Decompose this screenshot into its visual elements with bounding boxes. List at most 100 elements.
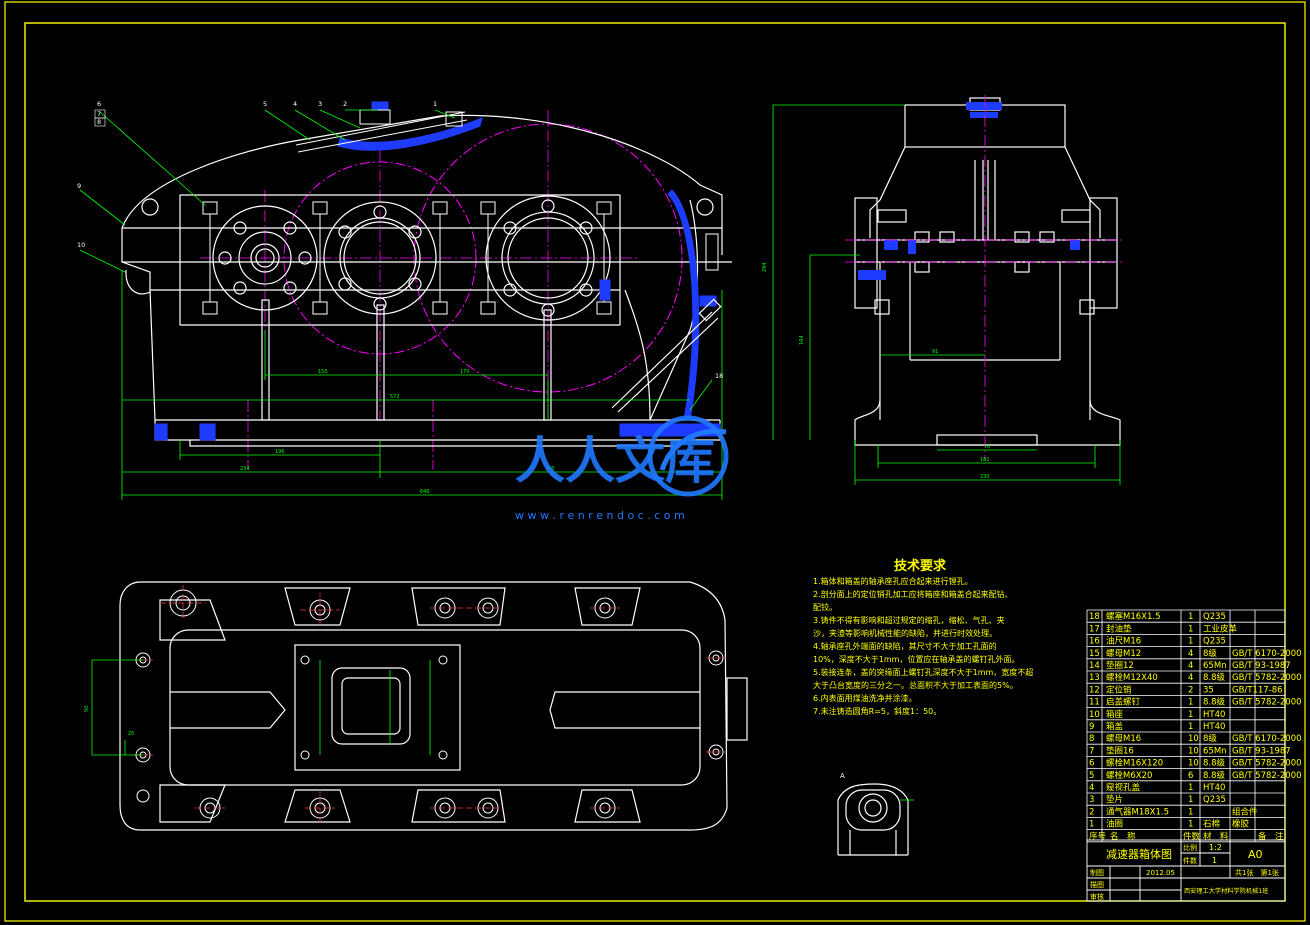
- watermark-text: 人人文库: [515, 432, 715, 490]
- sheet-count: 共1张 第1张: [1235, 868, 1279, 877]
- svg-text:20: 20: [128, 731, 134, 737]
- side-dimension-text: 294 164 230 182 91 70: [762, 262, 990, 480]
- svg-text:8: 8: [97, 118, 101, 126]
- school-name: 西安理工大学材料学院机械1班: [1184, 887, 1268, 895]
- tech-req-line: 10%，深度不大于1mm，位置应在轴承盖的螺钉孔外面。: [813, 654, 1019, 664]
- svg-text:4: 4: [293, 100, 297, 108]
- bom-cell-no: 3: [1089, 795, 1094, 805]
- side-view: 294 164 230 182 91 70: [762, 95, 1125, 485]
- bom-cell-qty: 1: [1188, 624, 1193, 634]
- tech-req-line: 沙，夹渣等影响机械性能的缺陷，并进行时效处理。: [813, 628, 997, 638]
- svg-text:6: 6: [97, 100, 101, 108]
- svg-text:7: 7: [97, 110, 101, 118]
- bom-cell-material: Q235: [1203, 795, 1226, 805]
- side-centerlines: [845, 95, 1125, 460]
- bom-cell-name: 垫圈12: [1106, 660, 1134, 671]
- bom-cell-name: 垫圈16: [1106, 745, 1134, 756]
- bom-cell-material: 工业皮革: [1203, 623, 1238, 634]
- bom-cell-no: 12: [1089, 685, 1100, 695]
- svg-text:9: 9: [77, 182, 81, 190]
- top-dimension-text: 50 20: [84, 706, 134, 737]
- top-view: 50 20: [84, 581, 748, 831]
- bom-cell-name: 油圈: [1106, 819, 1123, 830]
- count-value: 1: [1212, 856, 1217, 865]
- svg-text:646: 646: [420, 489, 430, 495]
- bom-cell-name: 箱座: [1106, 709, 1124, 720]
- bom-cell-qty: 2: [1188, 685, 1193, 695]
- front-section-hatch: [154, 101, 721, 441]
- svg-text:91: 91: [932, 349, 938, 355]
- bom-cell-note: GB/T 93-1987: [1232, 746, 1291, 756]
- tech-req-line: 大于凸台宽度的三分之一。总面积不大于加工表面的5%。: [813, 680, 1018, 690]
- tech-req-line: 7.未注铸造圆角R=5，斜度1：50。: [813, 706, 941, 716]
- tech-req-line: 3.铸件不得有影响和超过规定的缩孔，缩松、气孔、夹: [813, 615, 1005, 625]
- bom-cell-no: 2: [1089, 807, 1094, 817]
- bom-cell-note: GB/T117-86: [1232, 685, 1283, 695]
- bom-header-note: 备 注: [1258, 831, 1284, 842]
- bom-cell-note: GB/T 5782-2000: [1232, 698, 1302, 708]
- bom-cell-qty: 1: [1188, 710, 1193, 720]
- svg-text:5: 5: [263, 100, 267, 108]
- side-outline: [854, 97, 1121, 446]
- svg-text:10: 10: [77, 241, 85, 249]
- housing-outline: [121, 114, 732, 447]
- bom-cell-no: 11: [1089, 698, 1100, 708]
- bom-cell-no: 8: [1089, 734, 1094, 744]
- bom-cell-qty: 6: [1188, 771, 1193, 781]
- bom-cell-qty: 1: [1188, 722, 1193, 732]
- svg-text:234: 234: [240, 466, 250, 472]
- scale-label: 比例: [1183, 843, 1197, 852]
- top-bolt-holes: [135, 589, 724, 819]
- front-view: 572 196 234 300 646 150 170 6 7 8 9 10 5…: [77, 100, 732, 500]
- bom-cell-note: 组合件: [1232, 806, 1258, 817]
- svg-text:18: 18: [715, 372, 723, 380]
- bom-cell-no: 5: [1089, 771, 1094, 781]
- bom-cell-material: 65Mn: [1203, 746, 1227, 756]
- bom-cell-no: 18: [1089, 612, 1100, 622]
- bom-cell-name: 螺母M16: [1106, 733, 1141, 744]
- bom-cell-no: 9: [1089, 722, 1094, 732]
- bom-cell-name: 螺栓M12X40: [1106, 672, 1158, 683]
- outer-frame: [4, 1, 1306, 922]
- bom-cell-note: GB/T 93-1987: [1232, 661, 1291, 671]
- bom-cell-material: HT40: [1203, 710, 1225, 720]
- bom-header-material: 材 料: [1203, 831, 1229, 842]
- svg-text:230: 230: [980, 474, 990, 480]
- bom-cell-material: 35: [1203, 685, 1214, 695]
- bom-cell-name: 螺栓M16X120: [1106, 758, 1163, 769]
- bom-cell-material: HT40: [1203, 722, 1225, 732]
- svg-text:150: 150: [318, 369, 328, 375]
- paper-size: A0: [1248, 848, 1263, 861]
- svg-text:572: 572: [390, 394, 400, 400]
- bom-cell-name: 油尺M16: [1106, 636, 1141, 647]
- bom-cell-name: 箱盖: [1106, 721, 1124, 732]
- bom-cell-no: 6: [1089, 759, 1094, 769]
- bom-cell-qty: 1: [1188, 807, 1193, 817]
- bom-cell-qty: 4: [1188, 673, 1193, 683]
- bom-cell-material: Q235: [1203, 612, 1226, 622]
- bom-cell-name: 垫片: [1106, 794, 1123, 805]
- bom-cell-name: 封油垫: [1106, 623, 1132, 634]
- bom-cell-no: 1: [1089, 820, 1094, 830]
- bom-cell-name: 螺塞M16X1.5: [1106, 611, 1161, 622]
- checker-label: 描图: [1090, 880, 1104, 889]
- svg-text:2: 2: [343, 100, 347, 108]
- bom-cell-qty: 4: [1188, 661, 1193, 671]
- bom-cell-no: 7: [1089, 746, 1094, 756]
- bom-header-name: 名 称: [1110, 831, 1136, 842]
- bom-cell-no: 17: [1089, 624, 1100, 634]
- svg-text:164: 164: [799, 335, 805, 345]
- svg-text:170: 170: [460, 369, 470, 375]
- bom-cell-qty: 4: [1188, 649, 1193, 659]
- bom-cell-name: 通气器M18X1.5: [1106, 806, 1169, 817]
- title-block: 减速器箱体图 比例 1:2 件数 1 A0 共1张 第1张 制图 2012.05…: [1086, 839, 1286, 902]
- bom-cell-material: Q235: [1203, 637, 1226, 647]
- bom-cell-qty: 1: [1188, 783, 1193, 793]
- bom-cell-material: 8.8级: [1203, 697, 1226, 708]
- svg-text:196: 196: [275, 449, 285, 455]
- designer-label: 制图: [1090, 868, 1104, 877]
- bom-cell-note: 橡胶: [1232, 819, 1250, 830]
- bom-cell-material: 8级: [1203, 648, 1217, 659]
- bom-cell-qty: 1: [1188, 637, 1193, 647]
